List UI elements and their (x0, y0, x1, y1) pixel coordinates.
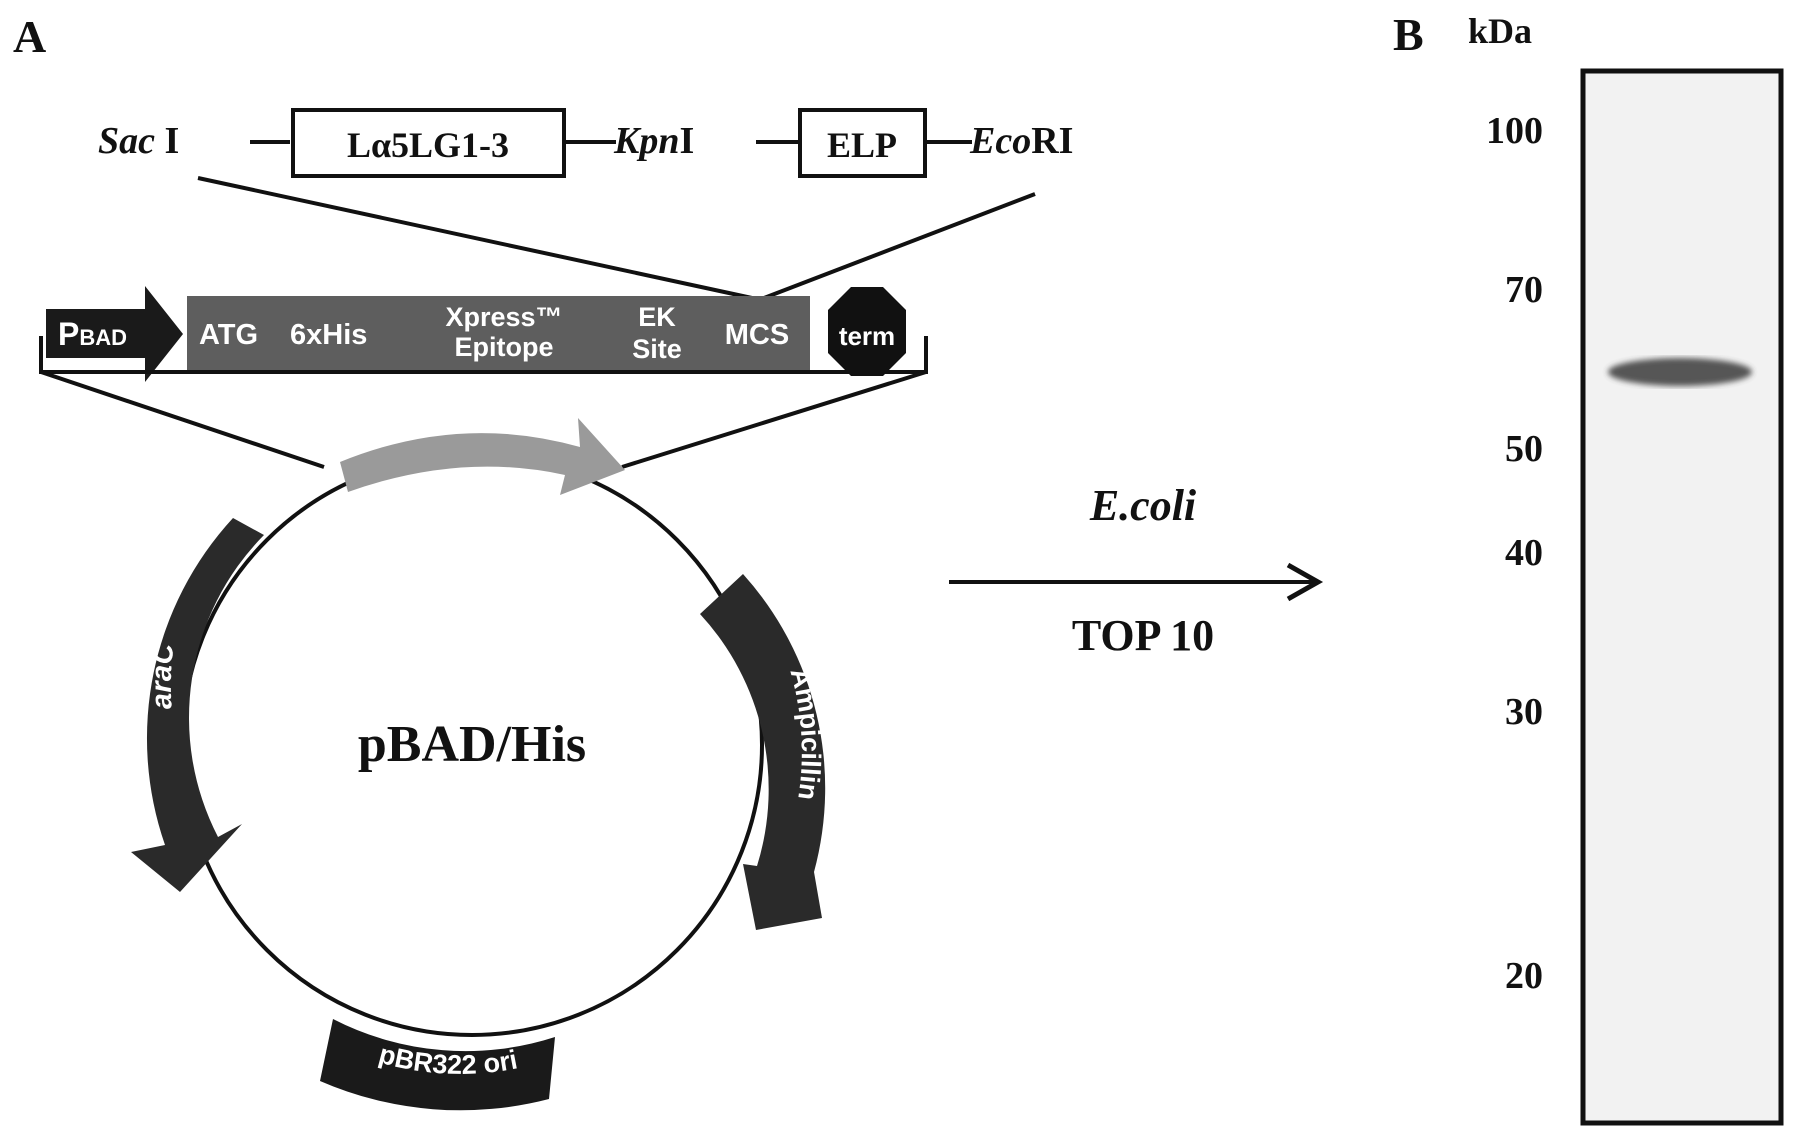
cassette-bracket (39, 336, 928, 374)
marker-label-30: 30 (1505, 691, 1543, 733)
ek-label-line1: EK (638, 302, 676, 332)
xpress-label-line2: Epitope (455, 332, 554, 362)
marker-label-70: 70 (1505, 269, 1543, 311)
plasmid-map: araC Ampicillin pBR322 ori pBAD/His (131, 418, 826, 1111)
pbad-promoter-arrow-icon (340, 418, 625, 495)
ek-label-line2: Site (632, 334, 682, 364)
marker-label-100: 100 (1486, 110, 1543, 152)
host-species-label: E.coli (1089, 481, 1197, 530)
saci-site-label: Sac I (98, 120, 179, 162)
ecori-site-label: EcoRI (969, 120, 1073, 162)
protein-band (1608, 358, 1752, 386)
arrow-head-icon (1286, 562, 1324, 602)
marker-labels: 100 70 50 40 30 20 (1486, 110, 1543, 997)
kpni-site-label: KpnI (613, 120, 694, 162)
marker-label-50: 50 (1505, 428, 1543, 470)
gene-box (291, 108, 566, 178)
promoter-arrow-icon (46, 286, 183, 382)
plasmid-name: pBAD/His (358, 716, 586, 773)
marker-label-20: 20 (1505, 955, 1543, 997)
panel-a-label: A (13, 11, 46, 62)
elp-label: ELP (827, 125, 897, 165)
insert-construct: Sac I Lα5LG1-3 KpnI ELP EcoRI (98, 108, 1073, 300)
terminator-icon (828, 287, 906, 376)
arac-gene-arrow-icon (131, 518, 264, 892)
arac-label: araC (146, 641, 181, 710)
host-strain-label: TOP 10 (1072, 611, 1214, 660)
his-tag-label: 6xHis (290, 319, 367, 351)
cassette-bar (187, 296, 810, 370)
atg-label: ATG (199, 319, 258, 351)
gene-label: Lα5LG1-3 (347, 125, 509, 165)
promoter-label: PBAD (58, 316, 127, 352)
ampicillin-gene-arrow-icon (700, 574, 826, 930)
marker-label-40: 40 (1505, 532, 1543, 574)
blot-membrane (1580, 68, 1784, 1126)
mcs-label: MCS (725, 319, 789, 351)
expression-cassette: PBAD ATG 6xHis Xpress™ Epitope EK Site M… (39, 286, 928, 469)
panel-b-label: B (1393, 9, 1424, 60)
elp-box (798, 108, 927, 178)
transformation-arrow: E.coli TOP 10 (949, 481, 1324, 660)
xpress-label-line1: Xpress™ (445, 302, 562, 332)
kda-unit-label: kDa (1468, 11, 1532, 51)
western-blot (1580, 68, 1784, 1126)
ori-feature-box (320, 1019, 555, 1111)
term-label: term (839, 321, 895, 351)
